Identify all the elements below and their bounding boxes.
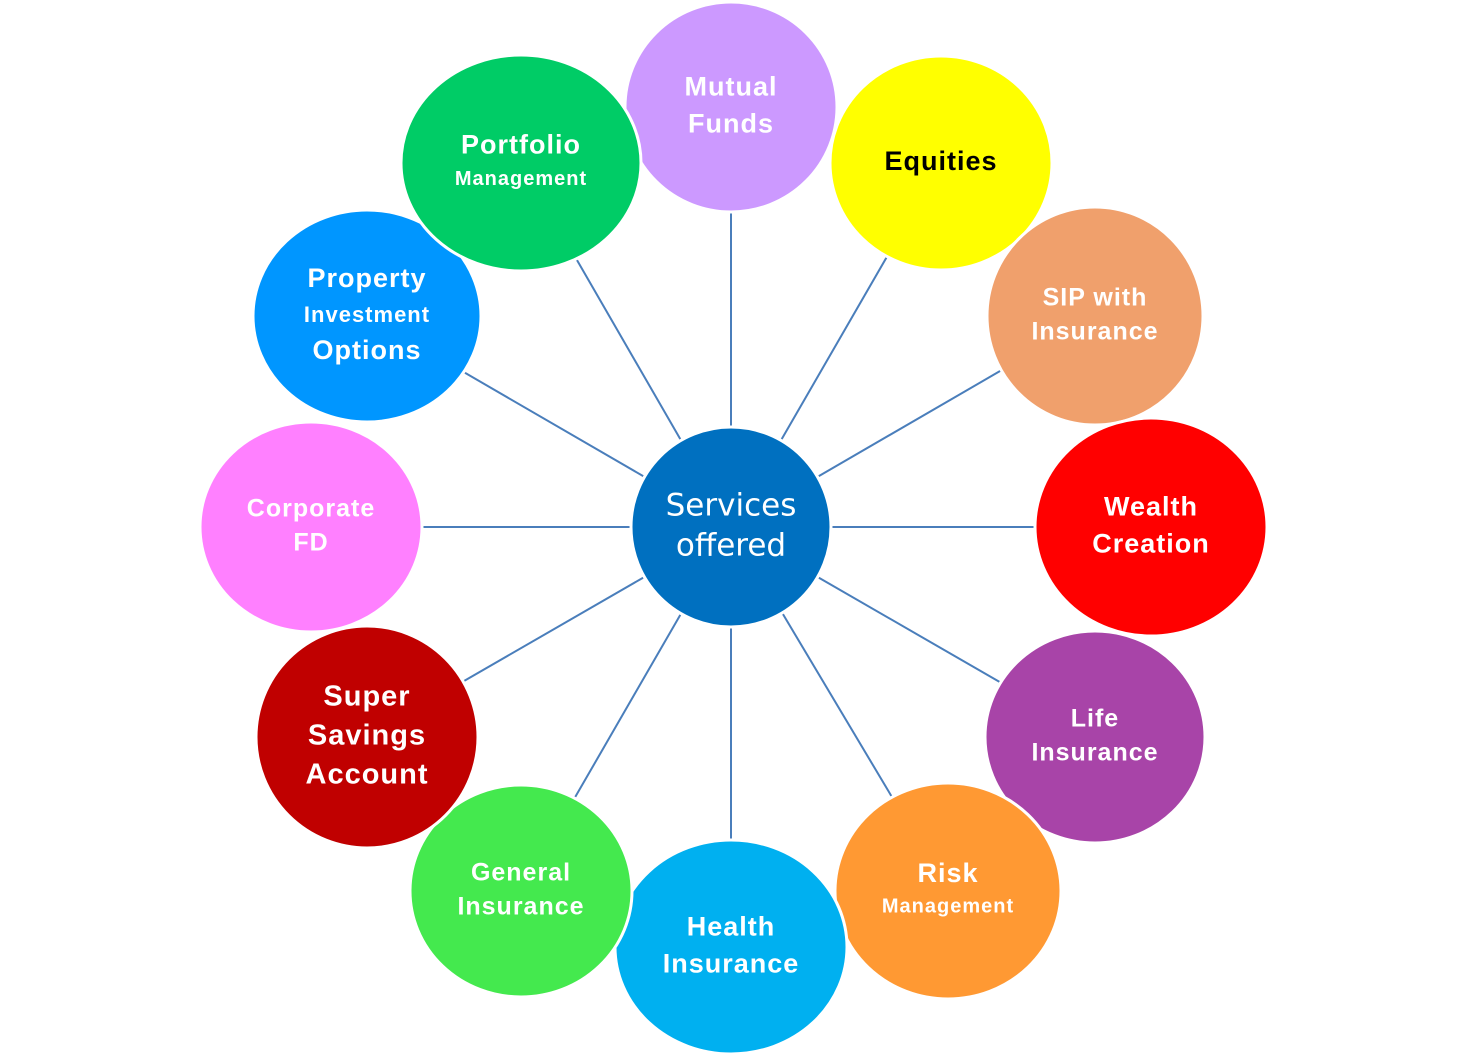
node-label-wealth-creation-line-2: Creation	[1092, 529, 1210, 559]
connector-lines	[414, 210, 1044, 842]
connector-property-investment-options	[456, 367, 645, 478]
connector-life-insurance	[817, 576, 1006, 686]
node-label-property-investment-options-line-2: Investment	[304, 302, 430, 327]
center-circle	[629, 425, 833, 629]
node-circle-general-insurance	[408, 783, 634, 999]
connector-portfolio-management	[573, 254, 682, 441]
node-circle-sip-with-insurance	[985, 205, 1205, 427]
node-circle-corporate-fd	[198, 420, 424, 634]
node-label-property-investment-options-line-3: Options	[313, 335, 422, 365]
node-label-wealth-creation-line-1: Wealth	[1104, 492, 1198, 522]
node-label-super-savings-account-line-2: Savings	[308, 720, 426, 752]
node-label-mutual-funds-line-1: Mutual	[685, 72, 778, 102]
node-circle-risk-management	[833, 781, 1063, 1001]
connector-equities	[780, 253, 890, 441]
node-circle-property-investment-options	[251, 208, 483, 424]
node-circle-health-insurance	[613, 838, 849, 1056]
node-label-health-insurance-line-1: Health	[687, 912, 776, 942]
node-equities: Equities	[828, 54, 1054, 272]
center-node: Services offered	[629, 425, 833, 629]
node-label-property-investment-options-line-1: Property	[307, 263, 426, 293]
node-label-risk-management-line-1: Risk	[917, 858, 978, 888]
node-circle-super-savings-account	[254, 624, 480, 850]
node-label-corporate-fd-line-1: Corporate	[247, 495, 375, 523]
node-circle-life-insurance	[983, 629, 1207, 845]
node-label-sip-with-insurance-line-1: SIP with	[1043, 284, 1148, 312]
node-circle-portfolio-management	[399, 53, 643, 273]
center-label-line-1: Services	[666, 488, 797, 524]
node-label-portfolio-management-line-1: Portfolio	[461, 130, 581, 160]
node-label-general-insurance-line-2: Insurance	[457, 893, 584, 921]
connector-general-insurance	[572, 613, 682, 802]
node-label-health-insurance-line-2: Insurance	[663, 949, 800, 979]
node-label-equities-line-1: Equities	[884, 146, 997, 176]
node-label-super-savings-account-line-1: Super	[323, 681, 410, 713]
node-label-life-insurance-line-2: Insurance	[1031, 739, 1158, 767]
node-label-risk-management-line-2: Management	[882, 895, 1014, 917]
connector-sip-with-insurance	[817, 368, 1004, 478]
node-circle-equities	[828, 54, 1054, 272]
node-label-life-insurance-line-1: Life	[1071, 705, 1119, 733]
node-label-general-insurance-line-1: General	[471, 859, 571, 887]
center-label-line-2: offered	[676, 528, 786, 564]
node-label-super-savings-account-line-3: Account	[306, 759, 429, 791]
node-circle-mutual-funds	[623, 0, 839, 214]
node-label-corporate-fd-line-2: FD	[293, 529, 328, 557]
node-circle-wealth-creation	[1033, 416, 1269, 638]
node-label-sip-with-insurance-line-2: Insurance	[1031, 318, 1158, 346]
node-label-portfolio-management-line-2: Management	[455, 168, 587, 190]
connector-super-savings-account	[460, 576, 645, 684]
connector-risk-management	[781, 612, 895, 801]
node-label-mutual-funds-line-2: Funds	[688, 109, 774, 139]
